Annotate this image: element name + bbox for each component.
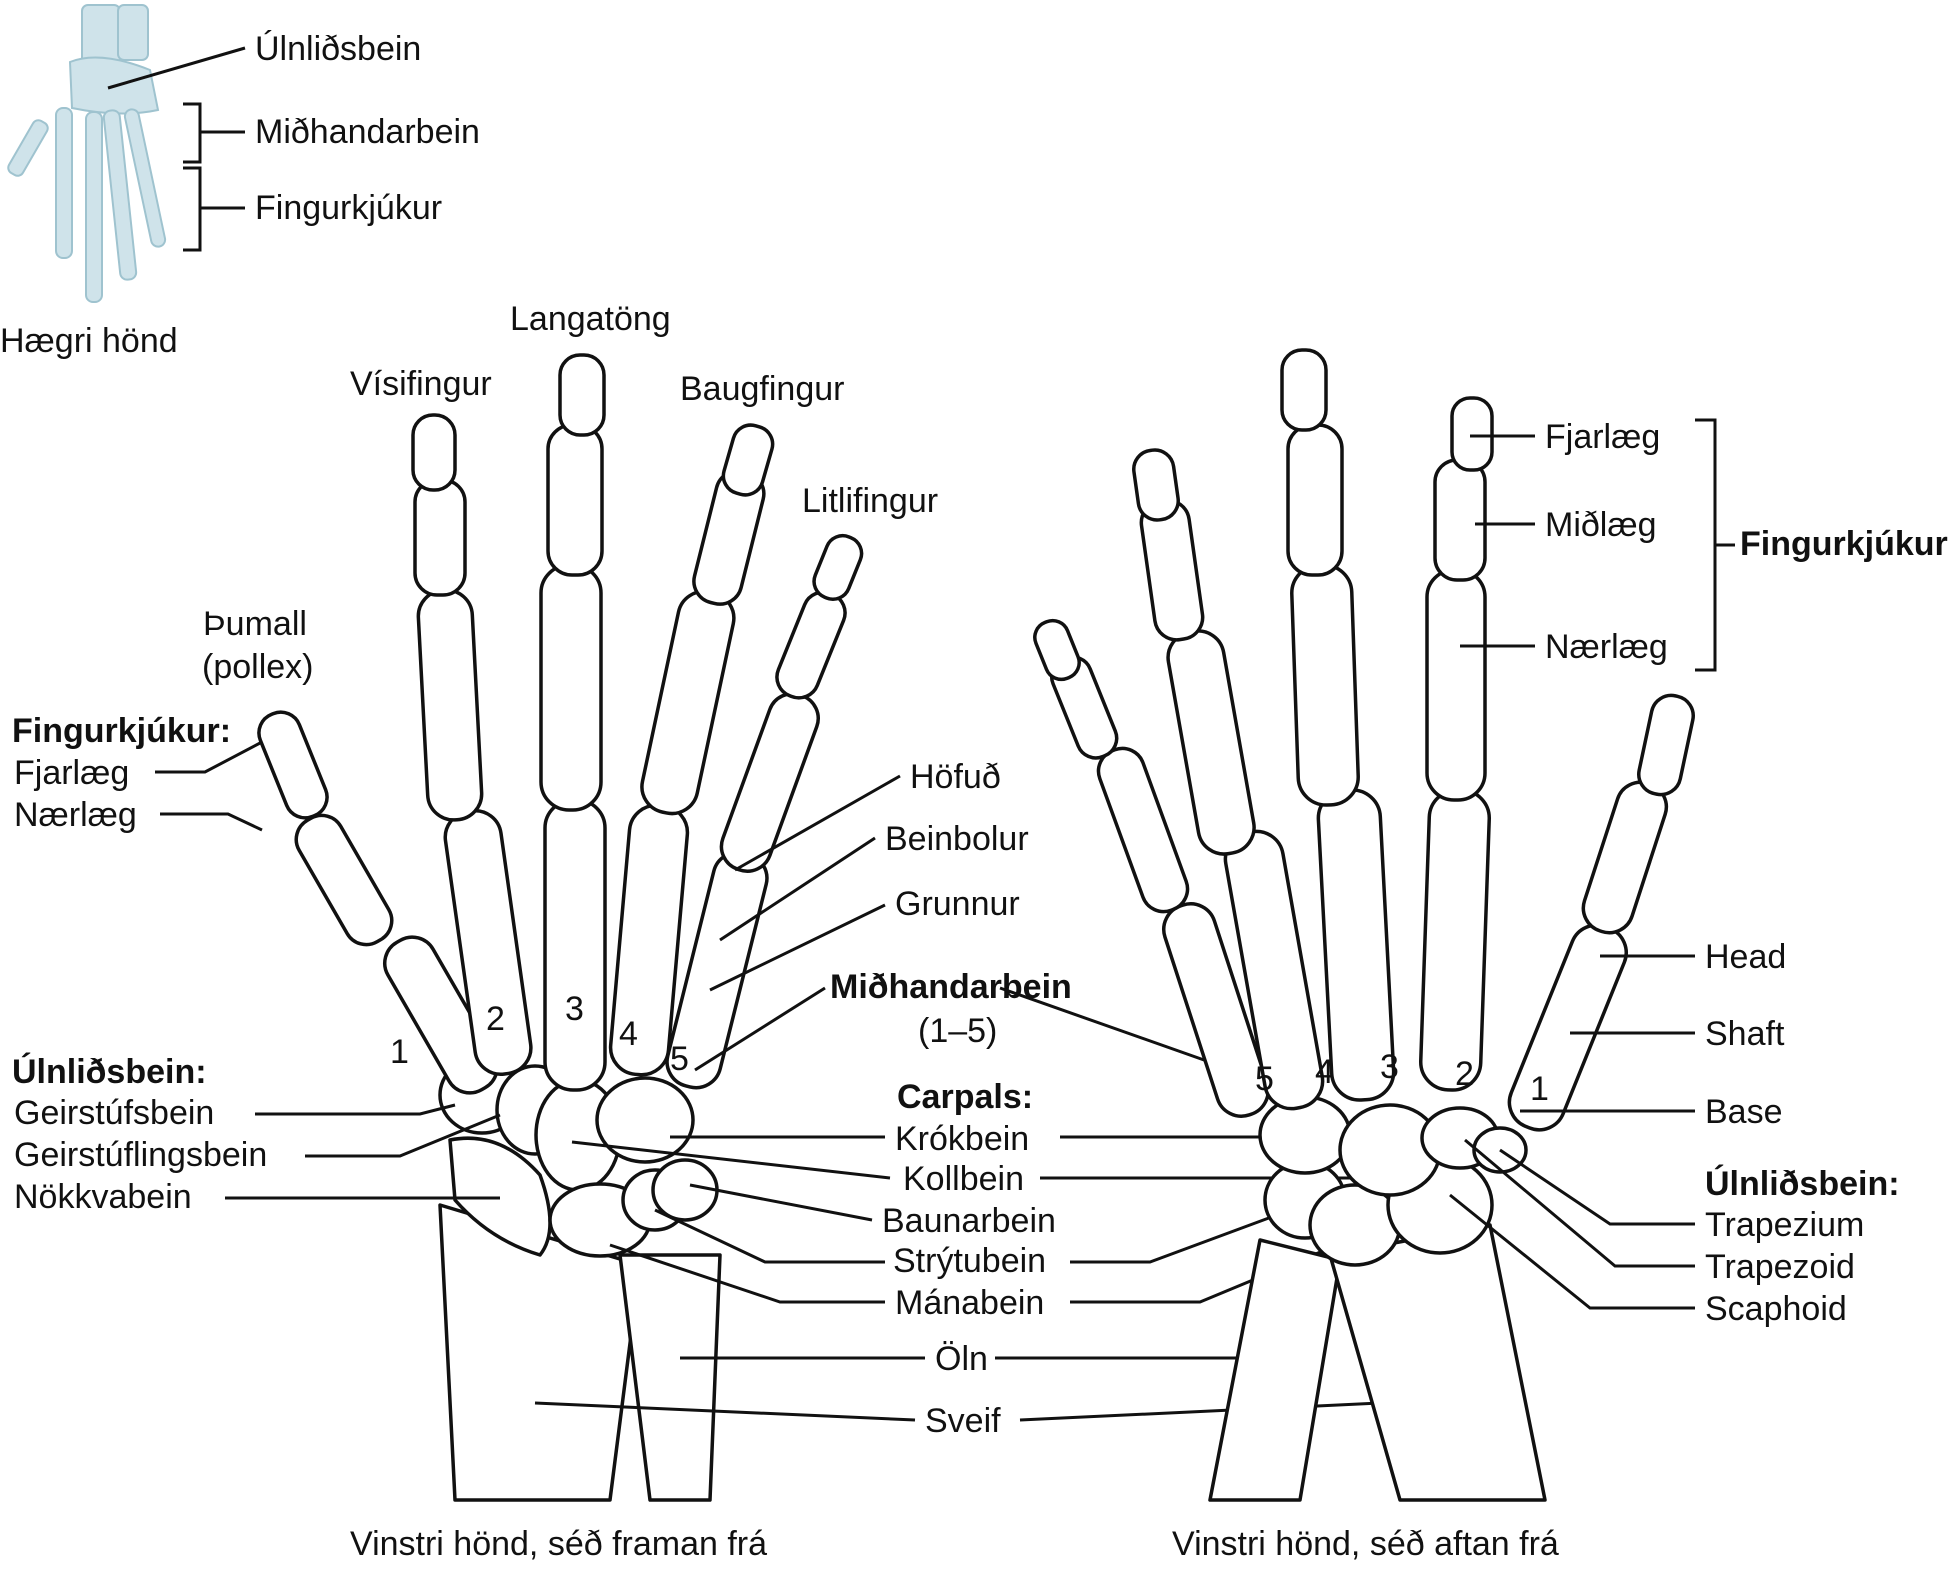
right-label-shaft: Shaft [1705, 1015, 1785, 1053]
center-label-ulna: Öln [935, 1340, 988, 1378]
left-metacarpal-number: 3 [565, 990, 584, 1028]
label-index-finger: Vísifingur [350, 365, 492, 403]
inset-label-phalanges: Fingurkjúkur [255, 189, 442, 227]
right-metacarpal-number: 2 [1455, 1055, 1474, 1093]
right-label-phalanges: Fingurkjúkur [1740, 525, 1948, 563]
left-label-proximal: Nærlæg [14, 796, 137, 834]
caption-posterior: Vinstri hönd, séð aftan frá [1172, 1525, 1559, 1563]
center-label-head: Höfuð [910, 758, 1001, 796]
posterior-hand-illustration [1033, 348, 1695, 1502]
left-label-distal: Fjarlæg [14, 754, 129, 792]
right-label-head: Head [1705, 938, 1786, 976]
right-leader-lines [1449, 418, 1735, 1310]
right-label-middle: Miðlæg [1545, 506, 1656, 544]
left-label-trapezoid: Geirstúflingsbein [14, 1136, 267, 1174]
inset-hand-illustration [7, 4, 246, 303]
inset-label-metacarpals: Miðhandarbein [255, 113, 480, 151]
left-metacarpal-number: 4 [619, 1015, 638, 1053]
label-thumb-latin: (pollex) [202, 648, 313, 686]
label-little-finger: Litlifingur [802, 482, 938, 520]
caption-anterior: Vinstri hönd, séð framan frá [350, 1525, 767, 1563]
left-metacarpal-number: 5 [670, 1040, 689, 1078]
left-metacarpal-number: 1 [390, 1033, 409, 1071]
inset-label-carpals: Úlnliðsbein [255, 30, 421, 68]
label-thumb: Þumall [203, 605, 307, 643]
anterior-hand-illustration [257, 353, 864, 1502]
center-label-pisiform: Baunarbein [882, 1202, 1056, 1240]
center-label-shaft: Beinbolur [885, 820, 1029, 858]
right-label-trapezium: Trapezium [1705, 1206, 1864, 1244]
center-label-hamate: Krókbein [895, 1120, 1029, 1158]
right-metacarpal-number: 3 [1380, 1048, 1399, 1086]
left-label-trapezium: Geirstúfsbein [14, 1094, 214, 1132]
left-carpals-heading: Úlnliðsbein: [12, 1053, 207, 1091]
center-label-base: Grunnur [895, 885, 1020, 923]
inset-caption: Hægri hönd [0, 322, 178, 360]
right-metacarpal-number: 1 [1530, 1070, 1549, 1108]
right-label-proximal: Nærlæg [1545, 628, 1668, 666]
label-ring-finger: Baugfingur [680, 370, 844, 408]
right-label-scaphoid: Scaphoid [1705, 1290, 1847, 1328]
right-label-distal: Fjarlæg [1545, 418, 1660, 456]
right-label-trapezoid: Trapezoid [1705, 1248, 1855, 1286]
center-label-radius: Sveif [925, 1402, 1001, 1440]
center-label-capitate: Kollbein [903, 1160, 1024, 1198]
left-label-scaphoid: Nökkvabein [14, 1178, 192, 1216]
center-label-triquetrum: Strýtubein [893, 1242, 1046, 1280]
left-phalanges-heading: Fingurkjúkur: [12, 712, 231, 750]
center-label-lunate: Mánabein [895, 1284, 1044, 1322]
right-carpals-heading: Úlnliðsbein: [1705, 1165, 1900, 1203]
left-leader-lines [155, 740, 501, 1200]
label-middle-finger: Langatöng [510, 300, 671, 338]
left-metacarpal-number: 2 [486, 1000, 505, 1038]
right-metacarpal-number: 5 [1255, 1060, 1274, 1098]
right-metacarpal-number: 4 [1315, 1053, 1334, 1091]
center-carpals-heading: Carpals: [897, 1078, 1033, 1116]
right-label-base: Base [1705, 1093, 1783, 1131]
center-label-metacarpals-range: (1–5) [918, 1012, 997, 1050]
